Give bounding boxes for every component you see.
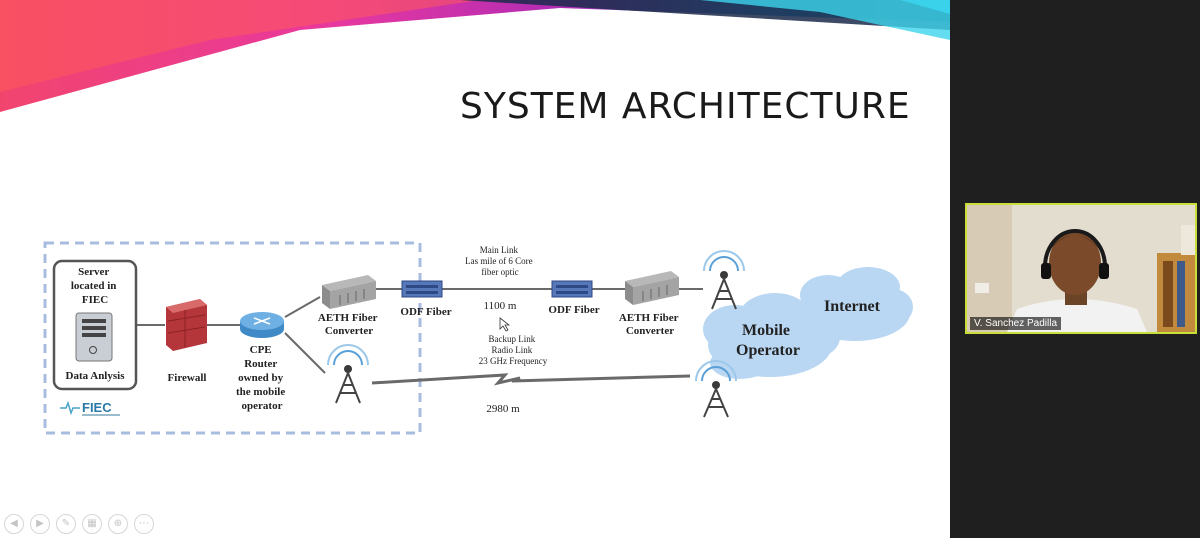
antenna-tower-left-icon xyxy=(327,344,369,404)
firewall-label: Firewall xyxy=(168,372,207,384)
server-icon xyxy=(75,312,113,362)
internet-cloud xyxy=(800,267,913,341)
odf-right-label: ODF Fiber xyxy=(548,304,599,316)
backup-link-label-line3: 23 GHz Frequency xyxy=(479,356,548,366)
main-link-label-line2: Las mile of 6 Core xyxy=(465,256,532,266)
antenna-tower-top-right-icon xyxy=(703,250,745,310)
presentation-slide: SYSTEM ARCHITECTURE Server loca xyxy=(0,0,950,538)
mobile-operator-label-line1: Mobile xyxy=(742,322,790,339)
more-icon[interactable]: ⋯ xyxy=(134,514,154,534)
participant-name-label: V. Sanchez Padilla xyxy=(970,317,1062,330)
aeth-converter-right-icon xyxy=(625,271,679,305)
participant-video-feed xyxy=(967,205,1195,332)
backup-link-label-line2: Radio Link xyxy=(492,345,533,355)
main-link-label-line1: Main Link xyxy=(480,245,519,255)
slide-header-banner xyxy=(0,0,950,112)
svg-text:Mobile Operator: Mobile Operator xyxy=(736,322,800,359)
router-icon xyxy=(240,312,284,338)
participant-video-tile[interactable]: V. Sanchez Padilla xyxy=(965,203,1197,334)
main-link-distance: 1100 m xyxy=(484,300,517,312)
firewall-icon xyxy=(166,299,207,351)
aeth-converter-left-icon xyxy=(322,275,376,309)
fiec-logo: FIEC xyxy=(60,400,120,416)
cpe-label-line5: operator xyxy=(242,400,283,412)
data-analysis-label: Data Anlysis xyxy=(66,370,126,382)
backup-link-label-line1: Backup Link xyxy=(489,334,536,344)
cpe-label-line1: CPE xyxy=(250,344,272,356)
main-link-label-line3: fiber optic xyxy=(481,267,518,277)
antenna-tower-bottom-right-icon xyxy=(695,360,737,418)
architecture-diagram: Server located in FIEC Data Anlysis FIEC… xyxy=(43,241,913,435)
aeth-right-label-line2: Converter xyxy=(626,325,674,337)
presentation-controls: ◀ ▶ ✎ ▦ ⊕ ⋯ xyxy=(4,514,154,534)
aeth-left-label-line1: AETH Fiber xyxy=(318,312,378,324)
fiec-boundary xyxy=(43,241,422,435)
mobile-operator-label-line2: Operator xyxy=(736,342,800,359)
svg-text:Main Link Las mile of 6: Main Link Las mile of 6 Core fiber optic xyxy=(465,245,535,277)
next-icon[interactable]: ▶ xyxy=(30,514,50,534)
slide-title: SYSTEM ARCHITECTURE xyxy=(460,86,911,127)
svg-text:Backup Link Radio Link: Backup Link Radio Link 23 GHz Frequency xyxy=(479,334,548,366)
backup-radio-link xyxy=(371,373,691,386)
svg-text:AETH Fiber Converter: AETH Fiber Converter xyxy=(318,312,380,337)
server-label-line3: FIEC xyxy=(82,294,108,306)
svg-text:FIEC: FIEC xyxy=(82,400,112,415)
cpe-label-line3: owned by xyxy=(238,372,283,384)
backup-link-distance: 2980 m xyxy=(486,403,520,415)
svg-text:CPE Router owned b: CPE Router owned by the mobile operator xyxy=(236,344,288,412)
cpe-label-line2: Router xyxy=(244,358,277,370)
slides-grid-icon[interactable]: ▦ xyxy=(82,514,102,534)
server-label-line2: located in xyxy=(71,280,117,292)
aeth-right-label-line1: AETH Fiber xyxy=(619,312,679,324)
mouse-cursor-icon xyxy=(499,317,511,332)
previous-icon[interactable]: ◀ xyxy=(4,514,24,534)
server-label-line1: Server xyxy=(78,266,109,278)
svg-text:AETH Fiber Converter: AETH Fiber Converter xyxy=(619,312,681,337)
odf-left-label: ODF Fiber xyxy=(400,306,451,318)
aeth-left-label-line2: Converter xyxy=(325,325,373,337)
internet-label: Internet xyxy=(824,298,881,315)
odf-fiber-right-icon xyxy=(551,280,593,298)
odf-fiber-left-icon xyxy=(401,280,443,298)
cpe-label-line4: the mobile xyxy=(236,386,285,398)
pen-icon[interactable]: ✎ xyxy=(56,514,76,534)
svg-text:Server located in: Server located in FIEC xyxy=(71,266,119,306)
zoom-icon[interactable]: ⊕ xyxy=(108,514,128,534)
